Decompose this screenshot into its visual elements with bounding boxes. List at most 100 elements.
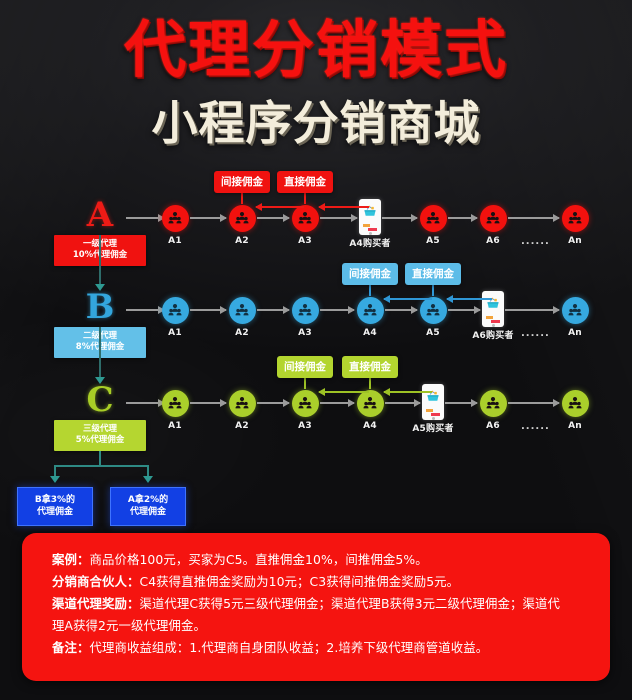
people-group-icon [167,395,183,411]
node-label: A3 [298,328,312,338]
node-label: A2 [235,236,249,246]
note-text: C4获得直推佣金奖励为10元；C3获得间推佣金奖励5元。 [139,574,460,589]
flow-arrow [448,306,481,313]
people-group-icon [567,395,583,411]
agent-node [228,296,256,324]
people-group-icon [362,302,378,318]
flow-arrow [190,306,227,313]
page-title: 代理分销模式 [123,13,508,86]
agent-node [161,389,189,417]
node-label: An [568,328,582,338]
node-label: A4 [363,328,377,338]
note-label: 渠道代理奖励： [52,596,140,611]
node-label: A6 [486,236,500,246]
tier-letter-b: B [85,287,115,327]
indirect-commission-chip: 间接佣金 [342,263,398,285]
agent-node [291,296,319,324]
direct-commission-arrow [446,295,492,302]
agent-node [561,296,589,324]
ellipsis: ...... [521,236,550,247]
tier-entry-arrow [126,399,165,406]
ellipsis: ...... [521,421,550,432]
agent-node [561,389,589,417]
tier-badge-line2: 5%代理佣金 [75,435,125,445]
flow-arrow [257,214,290,221]
indirect-commission-chip: 间接佣金 [214,171,270,193]
node-label: A5 [426,236,440,246]
people-group-icon [167,210,183,226]
note-text: 代理商收益组成：1.代理商自身团队收益；2.培养下级代理商管道收益。 [89,640,489,655]
buyer-phone-icon [482,291,504,327]
result-box-2: A拿2%的代理佣金 [110,487,186,526]
tier-connector [99,327,101,379]
tier-badge-line1: 三级代理 [82,424,117,434]
note-line: 备注：代理商收益组成：1.代理商自身团队收益；2.培养下级代理商管道收益。 [52,637,588,659]
tier-letter-a: A [86,195,114,235]
result-branch [147,465,149,478]
result-crossbar [55,465,148,467]
flow-arrow-long [508,214,560,221]
agent-node [291,389,319,417]
flow-arrow [385,306,418,313]
node-label: A1 [168,236,182,246]
indirect-commission-arrow [255,203,304,210]
note-text: 渠道代理C获得5元三级代理佣金；渠道代理B获得3元二级代理佣金；渠道代 [139,596,560,611]
people-group-icon [567,302,583,318]
agent-node [561,204,589,232]
shopping-basket-icon [361,201,379,223]
agent-node [419,296,447,324]
agent-node [479,204,507,232]
flow-arrow [257,306,290,313]
node-label: A3 [298,421,312,431]
node-label: An [568,421,582,431]
node-label: A1 [168,328,182,338]
agent-node [479,389,507,417]
indirect-commission-chip: 间接佣金 [277,356,333,378]
flow-arrow [448,214,478,221]
result-line1: B拿3%的 [34,495,76,505]
people-group-icon [425,302,441,318]
people-group-icon [485,395,501,411]
flow-arrow [190,214,227,221]
tier-entry-arrow [126,306,165,313]
flow-arrow [320,399,355,406]
result-branch-arrow [143,476,153,483]
node-label: A5购买者 [412,424,454,434]
note-line: 分销商合伙人：C4获得直推佣金奖励为10元；C3获得间推佣金奖励5元。 [52,571,588,593]
flow-arrow [320,306,355,313]
result-line1: A拿2%的 [127,495,169,505]
agent-node [228,389,256,417]
agent-node [356,296,384,324]
people-group-icon [485,210,501,226]
tier-entry-arrow [126,214,165,221]
note-line: 渠道代理奖励：渠道代理C获得5元三级代理佣金；渠道代理B获得3元二级代理佣金；渠… [52,593,588,615]
tier-connector-arrow [95,377,105,384]
flow-arrow [385,399,421,406]
node-label: A4购买者 [349,239,391,249]
people-group-icon [167,302,183,318]
flow-arrow [382,214,418,221]
indirect-commission-arrow [383,295,432,302]
note-line: 理A获得2元一级代理佣金。 [52,615,588,637]
people-group-icon [234,210,250,226]
agent-node [291,204,319,232]
notes-panel: 案例：商品价格100元，买家为C5。直推佣金10%，间推佣金5%。 分销商合伙人… [22,533,610,681]
people-group-icon [362,395,378,411]
agent-node [228,204,256,232]
node-label: A2 [235,421,249,431]
agent-node [356,389,384,417]
result-branch [54,465,56,478]
result-line2: 代理佣金 [36,507,73,517]
people-group-icon [297,302,313,318]
tier-letter-c: C [86,380,114,420]
direct-commission-chip: 直接佣金 [277,171,333,193]
shopping-basket-icon [484,293,502,315]
flow-arrow-long [508,399,560,406]
note-label: 分销商合伙人： [52,574,140,589]
result-branch-arrow [50,476,60,483]
direct-commission-chip: 直接佣金 [405,263,461,285]
buyer-phone-icon [359,199,381,235]
flow-arrow [257,399,290,406]
people-group-icon [567,210,583,226]
result-trunk [99,451,101,465]
